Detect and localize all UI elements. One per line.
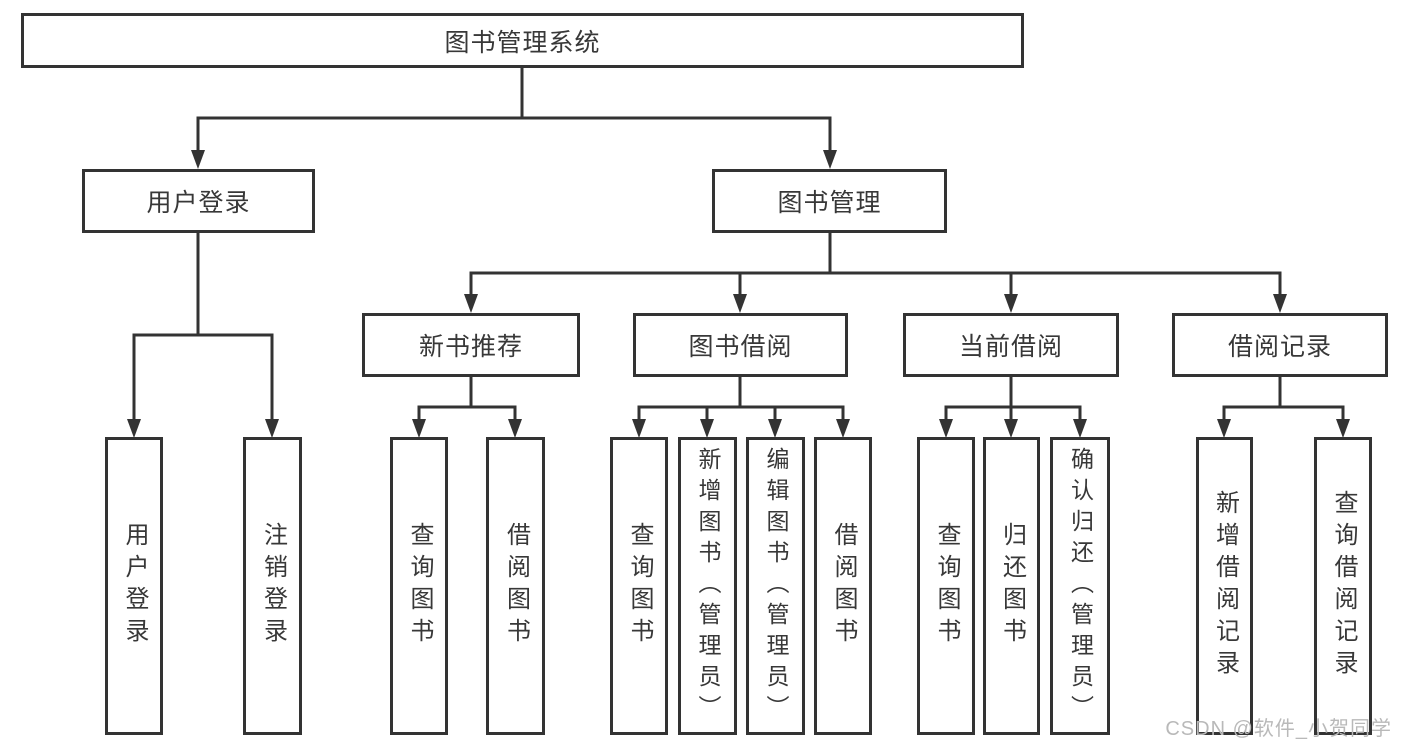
connector-book-mgmt-to-level3 [464,233,1287,313]
node-current-borrow-label: 当前借阅 [958,333,1063,361]
connector-root-to-level2 [191,66,837,169]
node-root-system: 图书管理系统 [21,13,1024,68]
node-book-management: 图书管理 [712,169,947,233]
node-book-management-label: 图书管理 [777,189,882,217]
node-new-book-recommend: 新书推荐 [362,313,580,377]
node-book-borrow: 图书借阅 [633,313,848,377]
leaf-borrow-books: 借阅图书 [814,437,872,735]
leaf-confirm-return-admin: 确认归还（管理员） [1050,437,1110,735]
leaf-query-books-current: 查询图书 [917,437,975,735]
leaf-user-login: 用户登录 [105,437,163,735]
node-new-book-recommend-label: 新书推荐 [418,333,523,361]
connector-user-login-children [127,233,279,438]
leaf-add-borrow-record: 新增借阅记录 [1196,437,1253,735]
connector-new-book-children [412,377,522,438]
connector-current-borrow-children [939,377,1087,438]
leaf-query-books-recommend: 查询图书 [390,437,448,735]
leaf-borrow-books-recommend: 借阅图书 [486,437,545,735]
leaf-logout: 注销登录 [243,437,302,735]
leaf-add-book-admin: 新增图书（管理员） [678,437,737,735]
node-borrow-record-label: 借阅记录 [1227,333,1332,361]
connector-book-borrow-children [632,377,850,438]
leaf-query-books-borrow: 查询图书 [610,437,668,735]
node-user-login: 用户登录 [82,169,315,233]
csdn-watermark: CSDN @软件_小贺同学 [1165,718,1392,740]
node-book-borrow-label: 图书借阅 [688,333,793,361]
node-current-borrow: 当前借阅 [903,313,1119,377]
leaf-return-book: 归还图书 [983,437,1040,735]
leaf-edit-book-admin: 编辑图书（管理员） [746,437,805,735]
node-borrow-record: 借阅记录 [1172,313,1388,377]
node-root-label: 图书管理系统 [444,28,601,57]
leaf-query-borrow-record: 查询借阅记录 [1314,437,1372,735]
connector-borrow-record-children [1217,377,1350,438]
node-user-login-label: 用户登录 [146,189,251,217]
